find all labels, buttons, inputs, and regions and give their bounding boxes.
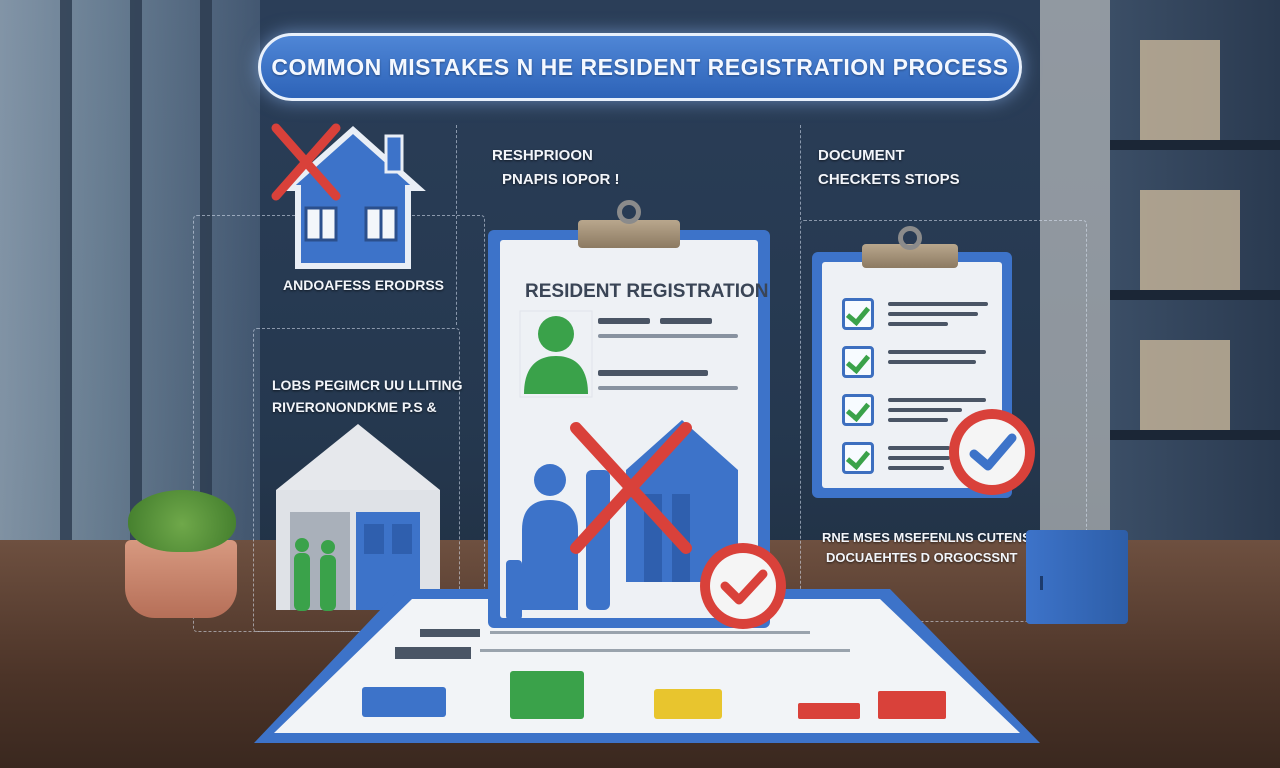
form-line	[660, 318, 712, 324]
center-heading-line2: PNAPIS IOPOR !	[502, 171, 620, 188]
checkbox-icon	[842, 298, 874, 330]
checklist-line	[888, 418, 948, 422]
checklist-line	[888, 466, 944, 470]
plant-pot	[125, 540, 237, 618]
checklist-line	[888, 456, 950, 460]
left-inner-outline	[253, 328, 460, 632]
checklist-line	[888, 350, 986, 354]
form-line	[598, 318, 650, 324]
people-icon	[294, 538, 336, 611]
address-errors-label: ANDOAFESS ERODRSS	[283, 277, 445, 293]
right-caption-line2: DOCUAEHTES D ORGOCSSNT	[826, 550, 1018, 565]
clipboard-ring	[617, 200, 641, 224]
checkmark-icon	[700, 543, 786, 629]
books	[1140, 340, 1230, 430]
left-caption-line2: RIVERONONDKME P.S &	[272, 399, 437, 415]
right-caption-line1: RNE MSES MSEFENLNS CUTENS	[822, 530, 1031, 545]
center-heading-line1: RESHPRIOON	[492, 147, 593, 164]
checkbox-icon	[842, 442, 874, 474]
checklist-line	[888, 398, 986, 402]
checkbox-icon	[842, 394, 874, 426]
form-line	[598, 334, 738, 338]
person-icon	[519, 310, 593, 398]
checklist-line	[888, 312, 978, 316]
plant	[128, 490, 236, 552]
right-heading-line1: DOCUMENT	[818, 147, 905, 164]
shelf-board	[1110, 140, 1280, 150]
checklist-line	[888, 446, 950, 450]
folder-latch	[1040, 576, 1043, 590]
title-banner: COMMON MISTAKES N HE RESIDENT REGISTRATI…	[258, 33, 1022, 101]
x-mark-icon	[570, 422, 692, 554]
clipboard-ring	[898, 226, 922, 250]
right-heading-line2: CHECKETS STIOPS	[818, 171, 960, 188]
window-mullion	[200, 0, 212, 560]
window-mullion	[130, 0, 142, 560]
form-line	[598, 370, 708, 376]
window-mullion	[60, 0, 72, 560]
right-panel-outline	[800, 220, 1087, 622]
x-mark-icon	[271, 123, 341, 201]
clipboard-clip	[578, 220, 680, 248]
page-title: COMMON MISTAKES N HE RESIDENT REGISTRATI…	[271, 53, 1009, 80]
divider-line	[800, 125, 801, 220]
books	[1140, 190, 1240, 290]
wall-column	[1040, 0, 1110, 560]
checkmark-icon	[949, 409, 1035, 495]
shelf-board	[1110, 290, 1280, 300]
checklist-line	[888, 302, 988, 306]
folder-box	[1026, 530, 1128, 624]
checklist-line	[888, 408, 962, 412]
house-icon	[280, 125, 426, 269]
shelf-board	[1110, 430, 1280, 440]
books	[1140, 40, 1220, 140]
form-title: RESIDENT REGISTRATION	[525, 281, 769, 302]
left-caption-line1: LOBS PEGIMCR UU LLITING	[272, 377, 463, 393]
checklist-line	[888, 360, 976, 364]
divider-line	[456, 125, 457, 325]
form-line	[598, 386, 738, 390]
checklist-line	[888, 322, 948, 326]
desk-mat	[254, 589, 1040, 743]
checkbox-icon	[842, 346, 874, 378]
